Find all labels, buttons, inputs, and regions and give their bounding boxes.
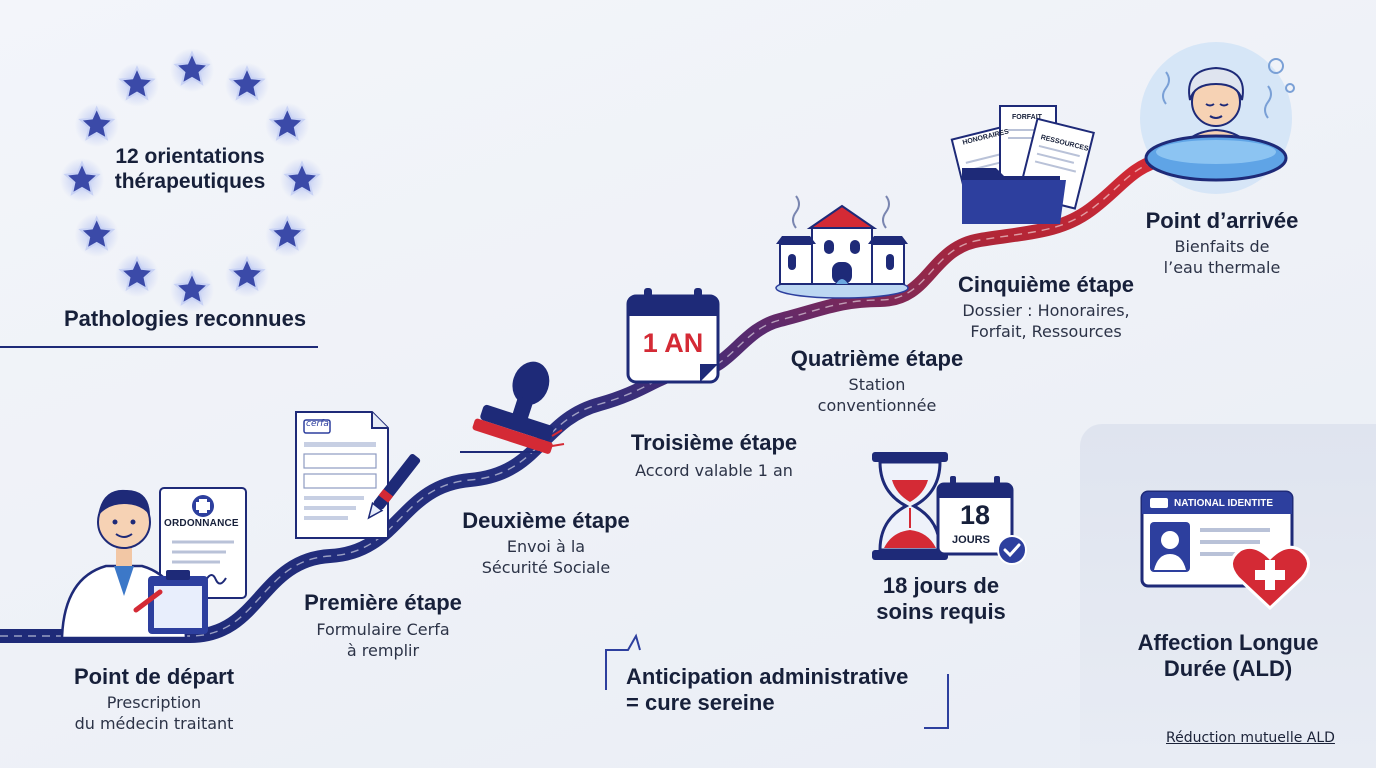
orientations-caption: Pathologies reconnues <box>64 306 307 331</box>
calendar-icon <box>626 288 720 384</box>
star-icon <box>78 105 116 141</box>
star-icon <box>228 65 266 101</box>
star-icon <box>63 160 101 196</box>
star-icon <box>268 215 306 251</box>
doc-forfait: FORFAIT <box>1012 114 1042 121</box>
start-title: Point de départ <box>73 664 235 689</box>
quote-bracket <box>605 633 949 729</box>
step1-title: Première étape <box>304 590 462 615</box>
id-card-icon <box>1140 490 1310 611</box>
star-circle <box>60 48 324 312</box>
step5-title: Cinquième étape <box>957 272 1135 297</box>
quote-text: Anticipation administrative = cure serei… <box>626 664 909 715</box>
step2-desc: Envoi à la Sécurité Sociale <box>481 537 611 577</box>
star-icon <box>283 160 321 196</box>
star-icon <box>78 215 116 251</box>
stamp-icon <box>460 361 565 454</box>
hourglass-icon <box>872 452 948 560</box>
ald-title: Affection Longue Durée (ALD) <box>1137 630 1319 681</box>
step2-title: Deuxième étape <box>462 508 630 533</box>
star-icon <box>268 105 306 141</box>
ordonnance-label: ORDONNANCE <box>164 518 239 529</box>
duration-title: 18 jours de soins requis <box>876 573 1006 624</box>
step5-desc: Dossier : Honoraires, Forfait, Ressource… <box>962 301 1130 341</box>
arrival-title: Point d’arrivée <box>1145 208 1299 233</box>
star-icon <box>173 270 211 306</box>
step1-desc: Formulaire Cerfa à remplir <box>316 620 450 660</box>
calendar-text: 1 AN <box>642 328 704 358</box>
start-desc: Prescription du médecin traitant <box>74 693 234 733</box>
star-icon <box>173 50 211 86</box>
step4-title: Quatrième étape <box>790 346 964 371</box>
cerfa-form-icon <box>295 411 421 539</box>
thermal-station-icon <box>775 195 909 299</box>
ald-panel <box>1080 424 1376 768</box>
step4-desc: Station conventionnée <box>817 375 937 415</box>
folder-documents-icon <box>950 105 1095 224</box>
days-calendar-icon <box>936 476 1027 565</box>
step3-title: Troisième étape <box>630 430 798 455</box>
star-icon <box>228 255 266 291</box>
star-icon <box>118 65 156 101</box>
thermal-bath-icon <box>1140 42 1295 194</box>
ald-link[interactable]: Réduction mutuelle ALD <box>1166 730 1335 746</box>
cerfa-label: cerfa <box>306 419 329 429</box>
step3-desc: Accord valable 1 an <box>635 461 793 480</box>
orientations-title: 12 orientations thérapeutiques <box>114 145 266 193</box>
doctor-illustration <box>60 487 247 640</box>
calendar-days-number: 18 <box>959 500 991 530</box>
calendar-days-unit: JOURS <box>952 534 990 546</box>
arrival-desc: Bienfaits de l’eau thermale <box>1163 237 1281 277</box>
star-icon <box>118 255 156 291</box>
id-card-label: NATIONAL IDENTITE <box>1174 498 1274 509</box>
